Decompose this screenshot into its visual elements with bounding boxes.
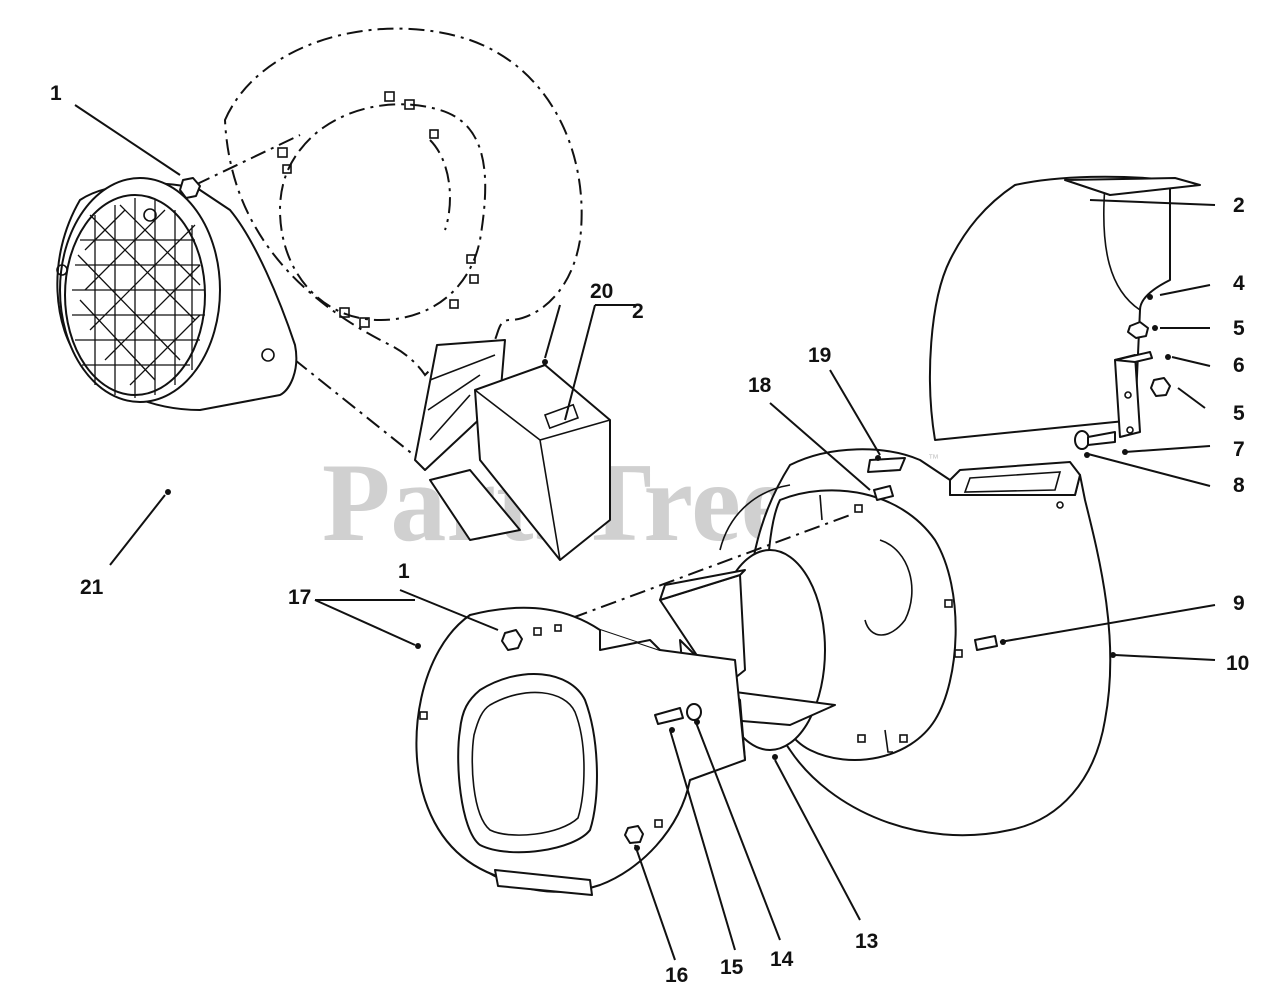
leader-dots: [165, 294, 1171, 851]
bolt-18: [873, 485, 894, 501]
callout-20: 20: [590, 280, 613, 303]
callout-6: 6: [1233, 354, 1245, 377]
bolt-9: [974, 635, 998, 651]
chute-deflector: [929, 175, 1201, 441]
bolt-15: [654, 707, 684, 725]
callout-9: 9: [1233, 592, 1245, 615]
nut-upper: [179, 177, 201, 199]
bracket: [1114, 351, 1153, 438]
callout-8: 8: [1233, 474, 1245, 497]
callout-17: 17: [288, 586, 311, 609]
callout-labels: 1 21 20 2 2 4 5 6 5 7 8 19 18 1 17 9 10 …: [50, 82, 1249, 987]
callout-10: 10: [1226, 652, 1249, 675]
callout-5-top: 5: [1233, 317, 1245, 340]
callout-13: 13: [855, 930, 878, 953]
hex-nut-side: [1150, 377, 1171, 397]
callout-19: 19: [808, 344, 831, 367]
washer: [1074, 430, 1090, 450]
callout-18: 18: [748, 374, 772, 397]
callout-2-deflector: 2: [1233, 194, 1245, 217]
callout-1-upper: 1: [50, 82, 62, 105]
blower-housing-rear-phantom: [223, 27, 583, 377]
leader-lines: [74, 104, 1216, 961]
blower-housing: [719, 448, 1112, 837]
assembly-line-front: [571, 514, 851, 619]
callout-14: 14: [770, 948, 794, 971]
callout-5-side: 5: [1233, 402, 1245, 425]
bolt-bracket: [1087, 431, 1116, 446]
callout-16: 16: [665, 964, 688, 987]
callout-1-lower: 1: [398, 560, 410, 583]
front-plate: [415, 606, 746, 896]
callout-7: 7: [1233, 438, 1245, 461]
chute-adapter: [414, 339, 611, 561]
assembly-line: [194, 134, 301, 186]
nut-lower: [501, 629, 523, 651]
callout-21: 21: [80, 576, 104, 599]
washer-14: [686, 703, 702, 721]
watermark-trademark: ™: [928, 453, 939, 465]
nut-16: [624, 825, 644, 844]
hex-nut-top: [1127, 321, 1149, 339]
callout-15: 15: [720, 956, 744, 979]
callout-4: 4: [1233, 272, 1245, 295]
grille-cover: [56, 177, 298, 411]
callout-2-chute: 2: [632, 300, 644, 323]
